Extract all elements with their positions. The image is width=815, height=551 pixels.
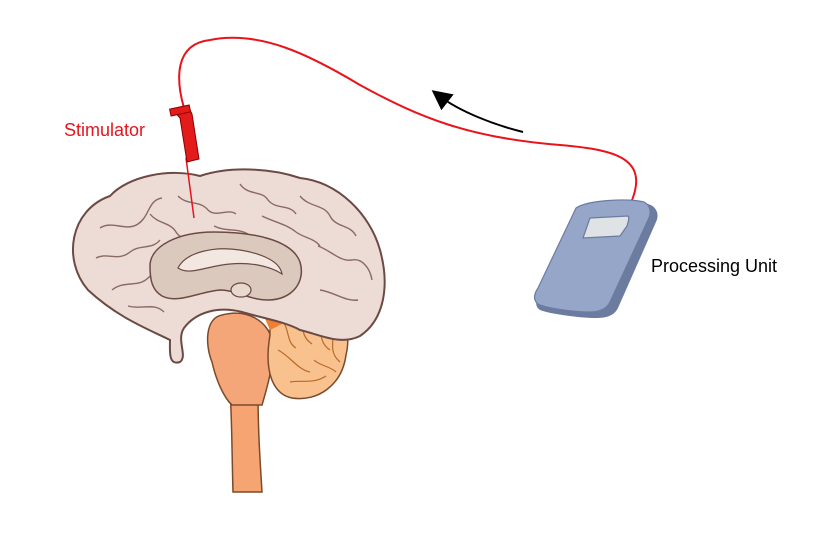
inner-brain-region [149, 231, 303, 301]
signal-direction-arrow [431, 90, 524, 133]
stimulator-label: Stimulator [64, 120, 145, 140]
brain-sagittal-icon [72, 168, 386, 493]
corpus-callosum [177, 248, 283, 276]
electrode-needle [185, 157, 195, 219]
processing-unit-label: Processing Unit [651, 256, 777, 276]
processing-unit-icon [534, 199, 658, 318]
spinal-cord [229, 389, 263, 493]
thalamus [230, 282, 252, 298]
brainstem [206, 312, 274, 406]
device-screen [582, 215, 630, 239]
electrode-icon [169, 104, 200, 219]
electrode-cap [169, 104, 192, 117]
connection-wire [178, 36, 637, 206]
